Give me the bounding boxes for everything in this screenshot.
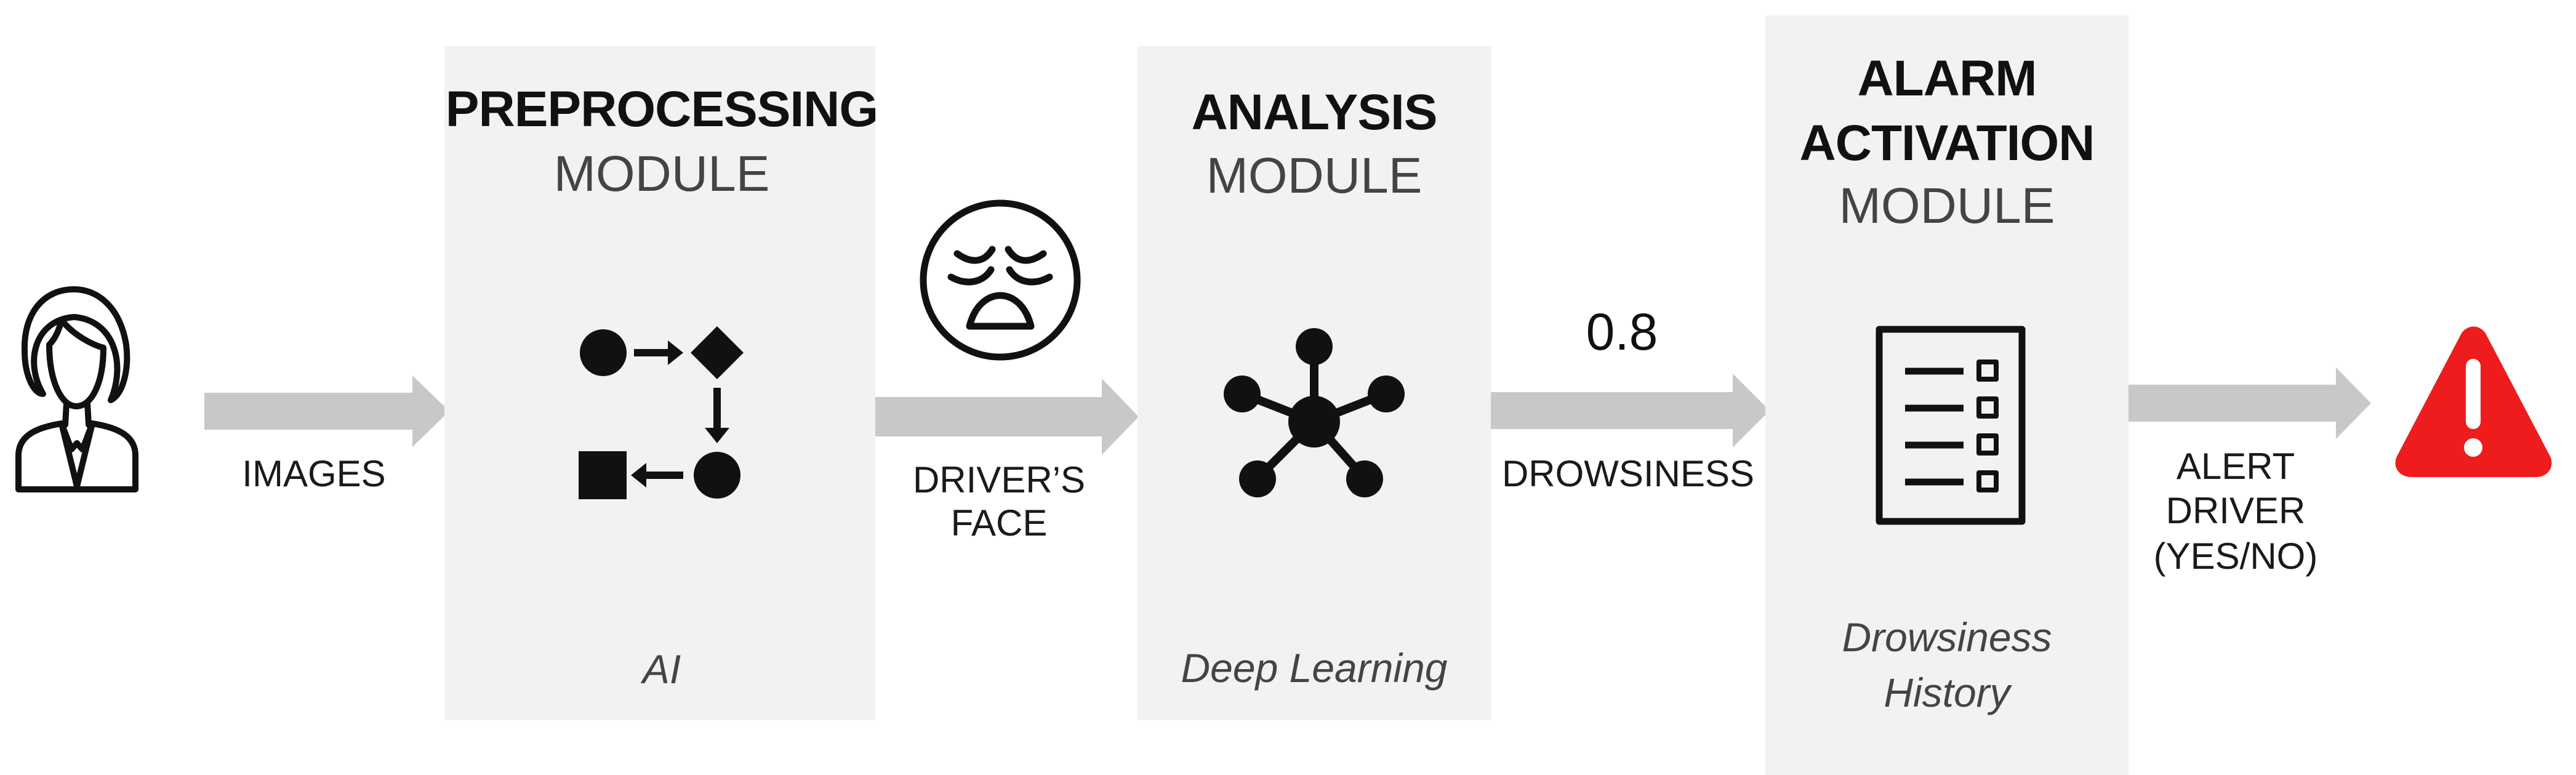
preprocessing-tech: AI: [640, 646, 681, 692]
alert-label-3: (YES/NO): [2154, 536, 2318, 577]
preprocessing-module-box: [444, 46, 875, 720]
preprocessing-title: PREPROCESSING: [446, 81, 878, 137]
warning-icon: [2395, 326, 2552, 477]
alert-label-1: ALERT: [2177, 446, 2295, 487]
arrow-drowsiness: [1491, 374, 1770, 448]
drivers-face-label-1: DRIVER’S: [913, 459, 1085, 500]
alarm-tech-2: History: [1884, 670, 2012, 715]
arrow-drivers-face: [875, 379, 1139, 455]
arrow-images: [204, 375, 449, 447]
tired-face-icon: [920, 199, 1081, 361]
person-icon: [15, 286, 138, 492]
process-flow-icon: [579, 326, 744, 499]
alert-label-2: DRIVER: [2166, 490, 2306, 531]
analysis-tech: Deep Learning: [1181, 645, 1448, 691]
drowsiness-value: 0.8: [1586, 303, 1658, 361]
alarm-title-2: ACTIVATION: [1800, 115, 2095, 171]
drowsiness-label: DROWSINESS: [1502, 453, 1754, 494]
alarm-title-1: ALARM: [1857, 50, 2036, 106]
arrow-alert: [2129, 367, 2371, 439]
alarm-module-box: [1765, 15, 2129, 775]
network-icon: [1224, 328, 1405, 497]
alarm-tech-1: Drowsiness: [1842, 614, 2052, 660]
alarm-subtitle: MODULE: [1839, 178, 2055, 234]
checklist-icon: [1876, 326, 2026, 525]
analysis-title: ANALYSIS: [1191, 84, 1437, 140]
drivers-face-label-2: FACE: [951, 502, 1048, 544]
preprocessing-subtitle: MODULE: [554, 146, 770, 202]
images-label: IMAGES: [242, 453, 385, 494]
analysis-subtitle: MODULE: [1206, 148, 1422, 204]
